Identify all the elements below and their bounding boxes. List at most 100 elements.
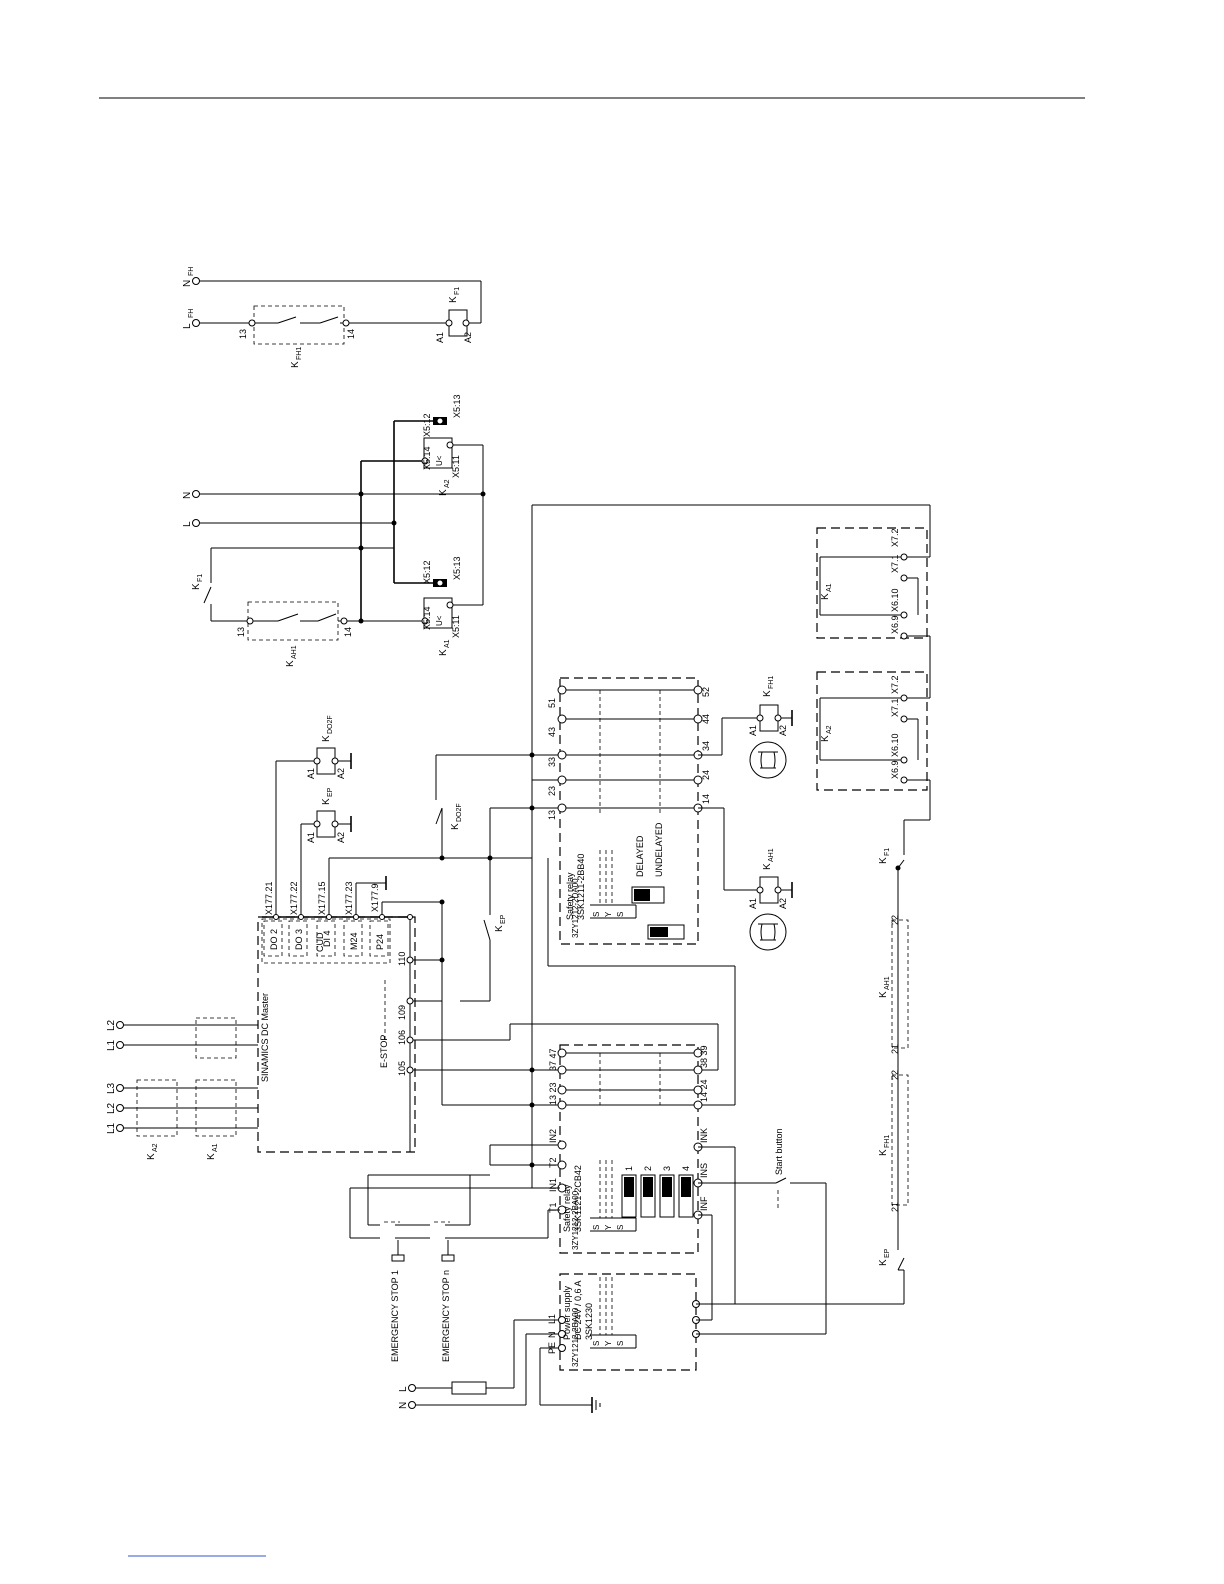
- dip-3: 3: [662, 1166, 672, 1171]
- r1-s1: S: [592, 912, 601, 917]
- r2-t1: T1: [548, 1202, 558, 1213]
- ka1-x7-1: X7.1: [890, 554, 900, 573]
- kep-a2: A2: [336, 832, 346, 843]
- n-bottom-label: N: [398, 1402, 409, 1409]
- kah1-chain-sub: AH1: [884, 976, 891, 990]
- kfh1-22: 22: [890, 1070, 900, 1080]
- l2-lower-label: L2: [106, 1102, 117, 1114]
- ka1-x6-9: X6.9: [890, 615, 900, 634]
- l-terminal-top: [192, 519, 200, 527]
- x177-15-label: X177.15: [317, 881, 327, 915]
- ka1-sub: A1: [444, 639, 451, 648]
- dip-1: 1: [624, 1166, 634, 1171]
- l1-upper-label: L1: [106, 1039, 117, 1051]
- l-top-label: L: [182, 521, 193, 527]
- x177-9-label: X177.9: [370, 883, 380, 912]
- safety-relay-1: [557, 677, 703, 945]
- ps-s1: S: [592, 1341, 601, 1346]
- kfh1-14-label: 14: [346, 329, 356, 339]
- term-105: 105: [397, 1061, 407, 1076]
- kf1-coil-a1: A1: [435, 332, 445, 343]
- ka2-aux-sub: A2: [826, 725, 833, 734]
- ka2-main-label: K: [146, 1153, 157, 1160]
- lfh-sub: FH: [188, 309, 195, 318]
- ps-s2: S: [616, 1341, 625, 1346]
- ka1-x5-13: X5:13: [452, 556, 462, 580]
- kfh1-21: 21: [890, 1202, 900, 1212]
- ka1-aux-sub: A1: [826, 583, 833, 592]
- r2-term-38-39: 38 39: [699, 1045, 709, 1068]
- nfh-label: N: [182, 280, 193, 287]
- ka1-x6-10: X6.10: [890, 588, 900, 612]
- x177-22-label: X177.22: [289, 881, 299, 915]
- kah1-coil: [698, 807, 793, 951]
- nfh-sub: FH: [188, 267, 195, 276]
- ka-aux-contacts: [816, 505, 931, 1304]
- estop-terminals: [384, 956, 560, 1152]
- kf1-contact-sub: F1: [197, 574, 204, 582]
- term-106: 106: [397, 1030, 407, 1045]
- n-terminal-bottom: [408, 1401, 416, 1409]
- kdo2f-contact-sub: DO2F: [456, 803, 463, 822]
- r2-s1: S: [592, 1225, 601, 1230]
- dip-2: 2: [643, 1166, 653, 1171]
- r1-term-24: 24: [701, 770, 711, 780]
- term-109: 109: [397, 1005, 407, 1020]
- kah1-contact-label: K: [285, 660, 296, 667]
- relay2-model: 3SK1121-2CB42: [573, 1165, 583, 1232]
- dip-4: 4: [681, 1166, 691, 1171]
- x177-23-label: X177.23: [344, 881, 354, 915]
- kdo2f-a2: A2: [336, 768, 346, 779]
- sinamics-label: SINAMICS DC Master: [260, 993, 270, 1082]
- r1-term-34: 34: [701, 741, 711, 751]
- relay1-model: 3SK1211-2BB40: [576, 854, 586, 920]
- start-button-label: Start button: [774, 1128, 784, 1175]
- kah1-a2: A2: [778, 898, 788, 909]
- relay1-accessory: 3ZY1212-2DA00: [571, 878, 580, 938]
- r1-term-44: 44: [701, 714, 711, 724]
- r2-inf: INF: [699, 1196, 709, 1211]
- kep-a1: A1: [306, 832, 316, 843]
- m24-label: M24: [349, 932, 359, 950]
- kdo2f-coil: [313, 747, 352, 775]
- p24-label: P24: [375, 934, 385, 950]
- r2-term-14-24: 14 24: [699, 1079, 709, 1102]
- kf1-control-circuit: [192, 277, 482, 345]
- lfh-terminal: [192, 319, 200, 327]
- kah1-13-label: 13: [236, 627, 246, 637]
- r1-term-33: 33: [547, 757, 557, 767]
- ps-name: Power supply: [562, 1285, 572, 1340]
- kah1-21: 21: [890, 1044, 900, 1054]
- ka2-main-sub: A2: [152, 1143, 159, 1152]
- kf1-coil-label: K: [448, 296, 459, 303]
- ka2-x6-10: X6.10: [890, 733, 900, 757]
- ka1-main-label: K: [206, 1153, 217, 1160]
- ka1-main-sub: A1: [212, 1143, 219, 1152]
- kah1-22: 22: [890, 915, 900, 925]
- kfh1-label: K: [290, 361, 301, 368]
- term-110: 110: [397, 952, 407, 966]
- ps-l1: L1: [547, 1314, 557, 1324]
- kfh1-sub: FH1: [296, 347, 303, 360]
- r2-t2: T2: [548, 1157, 558, 1168]
- ka1-undervoltage: U<: [435, 615, 444, 626]
- kah1-a1: A1: [748, 898, 758, 909]
- cud-label: CUD: [315, 932, 325, 952]
- r2-in2: IN2: [548, 1129, 558, 1143]
- l3-label: L3: [106, 1082, 117, 1094]
- bus-wiring: [435, 504, 930, 1168]
- r2-ink: INK: [699, 1128, 709, 1143]
- kah1-coil-label: K: [762, 863, 773, 870]
- r1-term-23: 23: [547, 786, 557, 796]
- n-terminal-top: [192, 490, 200, 498]
- kf1-contact-label: K: [191, 583, 202, 590]
- emergency-stop-chain: [349, 1174, 560, 1262]
- ps-y: Y: [604, 1340, 613, 1346]
- l1-lower-label: L1: [106, 1122, 117, 1134]
- kfh1-chain-label: K: [878, 1149, 889, 1156]
- kep-contact-label: K: [494, 925, 505, 932]
- kf1-coil-sub: F1: [454, 287, 461, 295]
- kdo2f-coil-sub: DO2F: [327, 715, 334, 734]
- r2-in1: IN1: [548, 1178, 558, 1192]
- estop1-label: EMERGENCY STOP 1: [390, 1270, 400, 1362]
